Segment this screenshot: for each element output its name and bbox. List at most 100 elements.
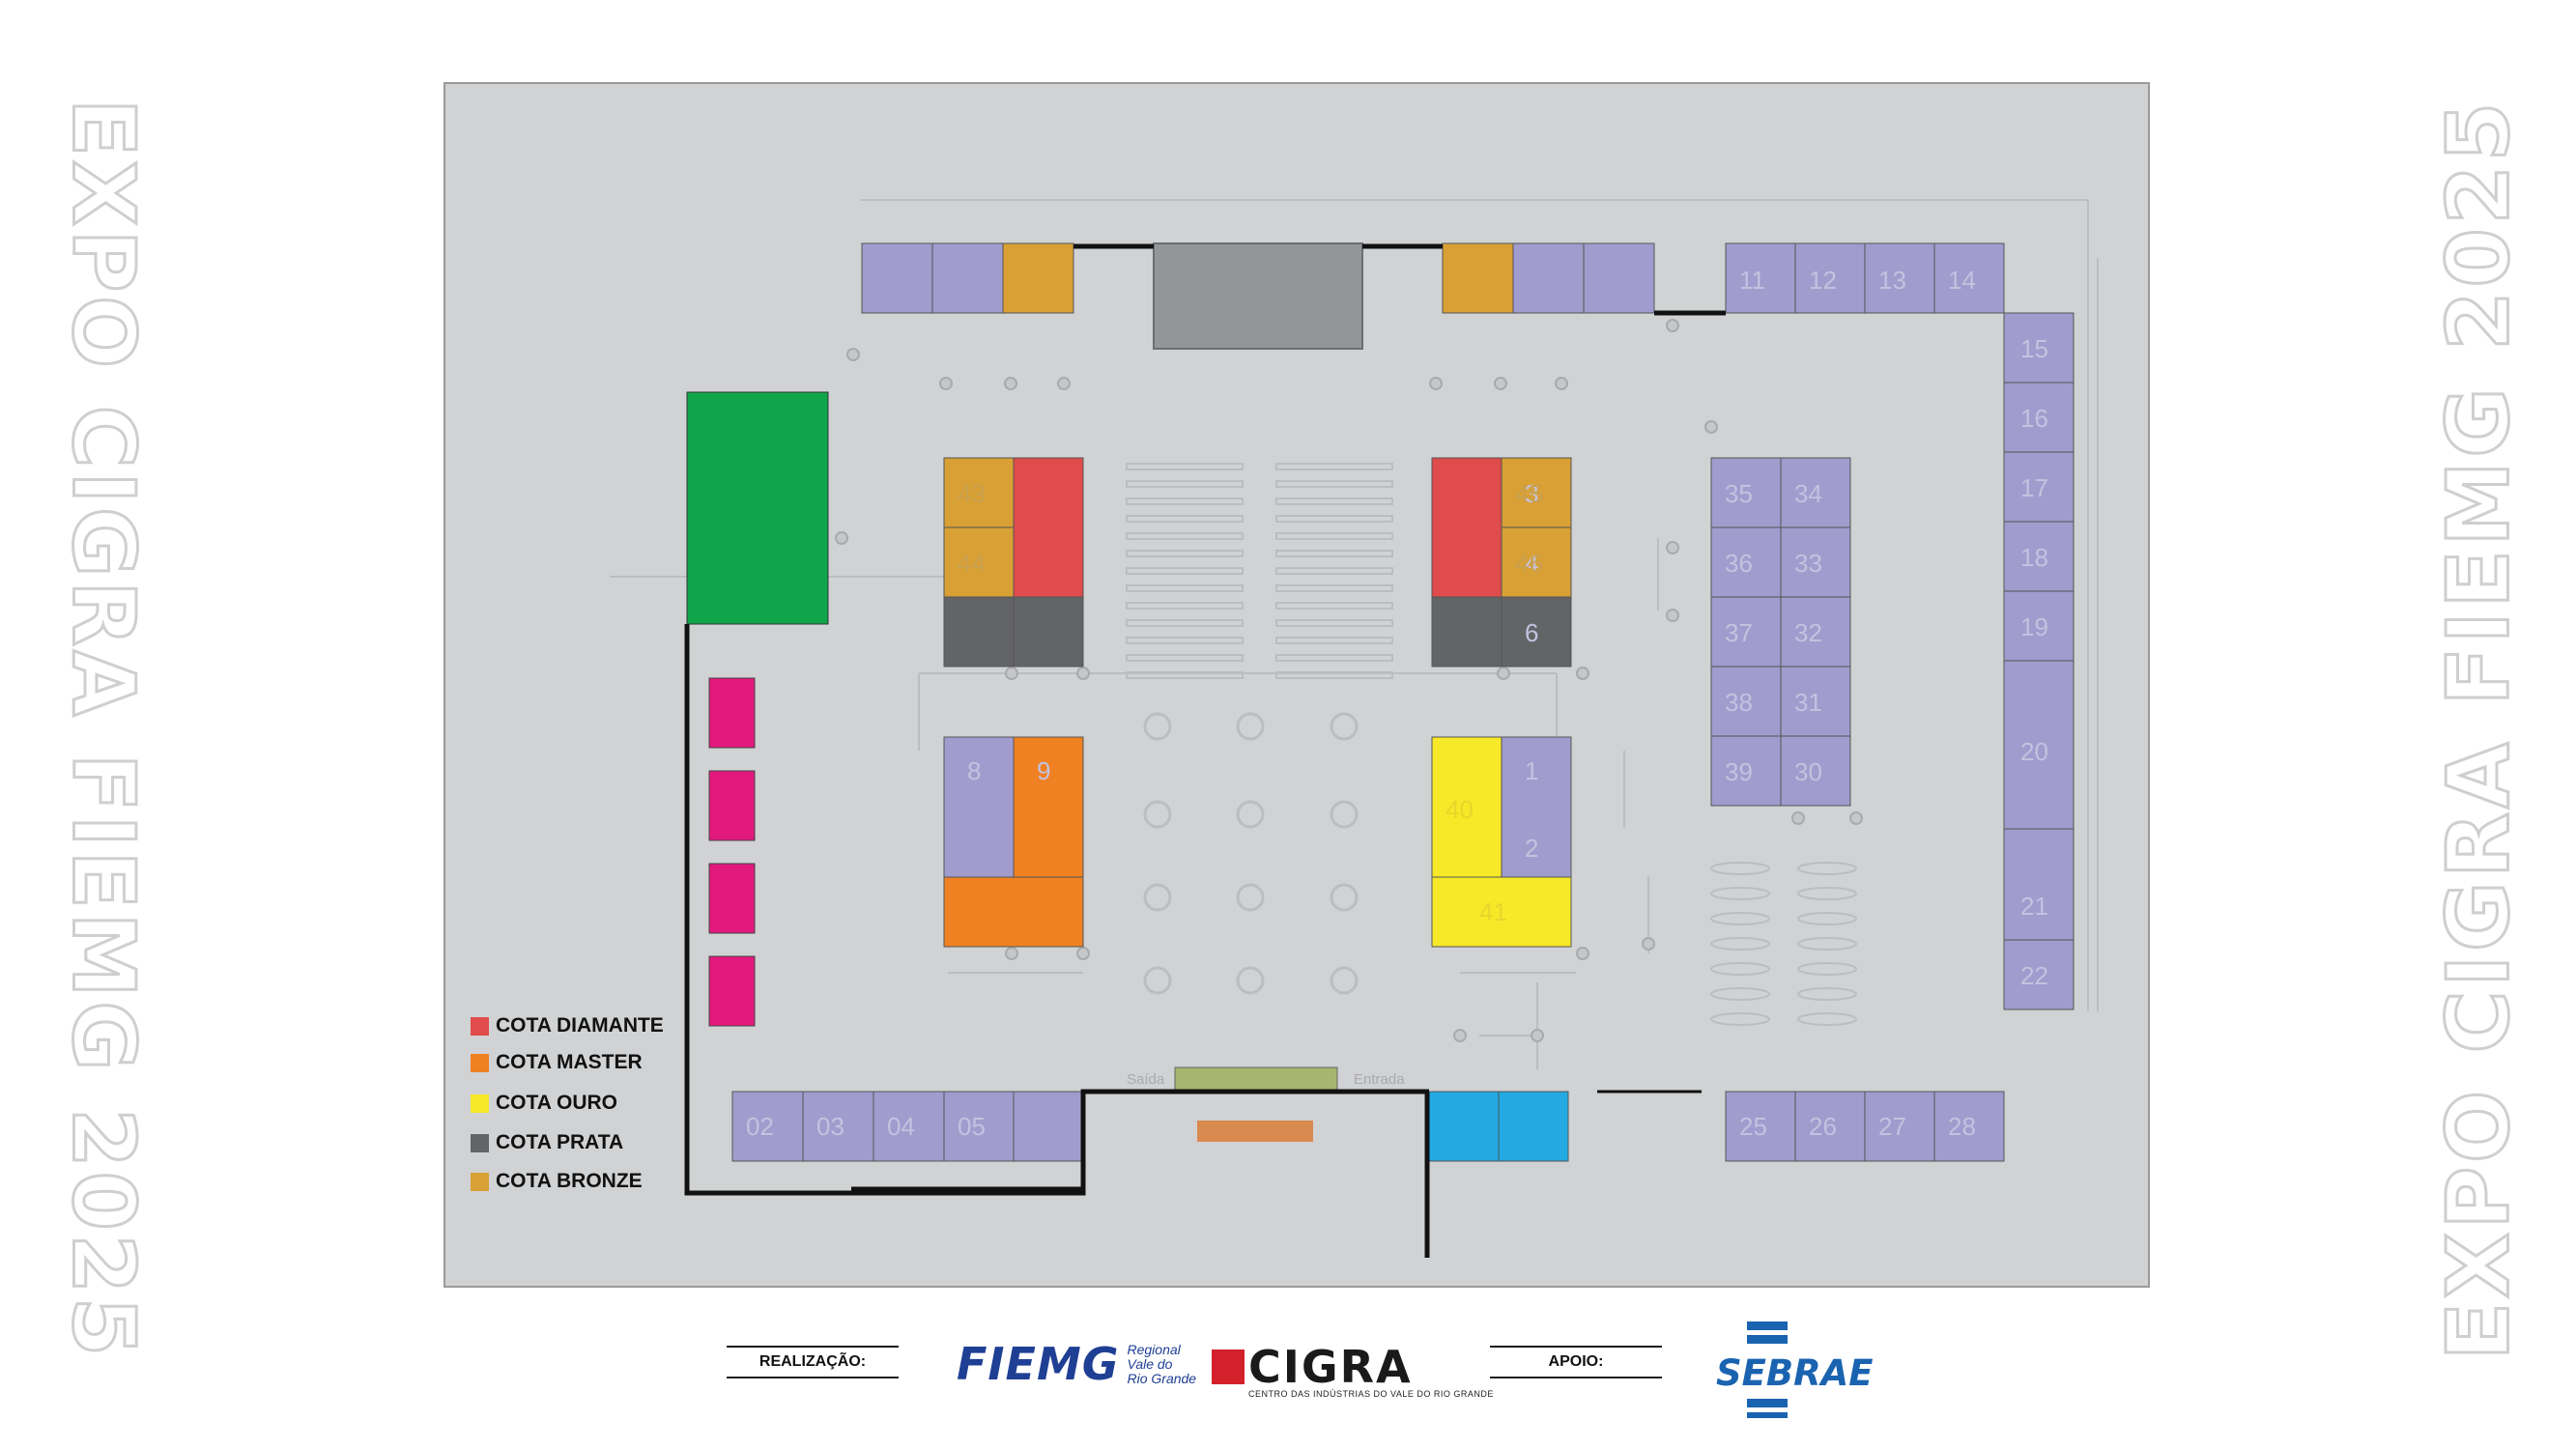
stand-label-15: 15	[2020, 334, 2048, 363]
stand-label-40: 40	[1445, 795, 1474, 824]
stand-label-14: 14	[1948, 266, 1976, 295]
stand-20	[2003, 660, 2075, 830]
stand-label-9: 9	[1037, 756, 1050, 785]
legend-swatch	[471, 1133, 489, 1152]
fiemg-logo: FIEMG Regional Vale do Rio Grande	[957, 1338, 1196, 1390]
cigra-wordmark: CIGRA	[1248, 1341, 1413, 1393]
reception-desk	[1197, 1121, 1313, 1142]
stand-38	[1710, 666, 1782, 737]
stand-label-38: 38	[1725, 688, 1753, 717]
sebrae-bar-icon	[1747, 1335, 1788, 1344]
stand-36	[1710, 526, 1782, 598]
stand-label-21: 21	[2020, 892, 2048, 921]
stand-ouro-1	[1431, 736, 1503, 878]
stand-ouro-41	[1431, 876, 1572, 948]
event-title-right: EXPO CIGRA FIEMG 2025	[2427, 97, 2530, 1361]
apoio-label: APOIO:	[1548, 1353, 1604, 1370]
stand-02	[731, 1091, 804, 1162]
sebrae-bar-icon	[1747, 1321, 1788, 1330]
stand-label-27: 27	[1878, 1112, 1906, 1141]
realizacao-label-box: REALIZAÇÃO:	[727, 1346, 899, 1378]
stand-label-17: 17	[2020, 473, 2048, 502]
legend-label: COTA BRONZE	[496, 1170, 643, 1192]
stand-top-left-2	[931, 242, 1004, 314]
stand-label-04: 04	[887, 1112, 915, 1141]
stand-21	[2003, 828, 2075, 941]
stand-11	[1725, 242, 1796, 314]
legend-item-prata: COTA PRATA	[471, 1131, 623, 1154]
stand-label-34: 34	[1794, 479, 1822, 508]
stand-label-44: 44	[958, 549, 986, 578]
legend-label: COTA MASTER	[496, 1051, 643, 1073]
stand-label-20: 20	[2020, 737, 2048, 766]
stand-blue-2	[1498, 1091, 1569, 1162]
stage	[1153, 242, 1363, 350]
stand-top-right-1	[1512, 242, 1585, 314]
stand-32	[1780, 596, 1851, 668]
stand-19	[2003, 590, 2075, 662]
stand-label-41: 41	[1479, 897, 1507, 926]
stand-34	[1780, 457, 1851, 528]
stand-label-8: 8	[967, 756, 981, 785]
stand-33	[1780, 526, 1851, 598]
stand-label-05: 05	[958, 1112, 986, 1141]
footer: REALIZAÇÃO: FIEMG Regional Vale do Rio G…	[0, 1314, 2576, 1420]
fiemg-subtitle: Regional Vale do Rio Grande	[1127, 1341, 1197, 1386]
legend-label: COTA OURO	[496, 1092, 617, 1114]
exit-label: Saída	[1127, 1071, 1165, 1088]
stand-label-2: 2	[1525, 834, 1538, 863]
stand-label-45: 45	[1515, 479, 1543, 508]
stand-label-12: 12	[1809, 266, 1837, 295]
stand-39	[1710, 735, 1782, 807]
stand-label-13: 13	[1878, 266, 1906, 295]
round-tables	[1143, 712, 1359, 995]
stand-label-43: 43	[958, 479, 986, 508]
stand-numbers: 14 13 12 11 15 16 17 18 19 20 21 22 35 3…	[746, 266, 2048, 1141]
stand-label-6: 6	[1525, 618, 1538, 647]
stand-blue-1	[1428, 1091, 1500, 1162]
legend-item-master: COTA MASTER	[471, 1051, 643, 1074]
stand-label-3: 3	[1525, 479, 1538, 508]
legend-item-bronze: COTA BRONZE	[471, 1170, 643, 1193]
stand-top-left-1	[861, 242, 933, 314]
side-title-left: EXPO CIGRA FIEMG 2025	[50, 97, 157, 1361]
stand-28	[1933, 1091, 2005, 1162]
entrance-counter	[1174, 1066, 1338, 1094]
stand-top-right-2	[1583, 242, 1655, 314]
stand-05	[943, 1091, 1015, 1162]
lounge-tables	[1710, 862, 1857, 1026]
stand-label-31: 31	[1794, 688, 1822, 717]
fiemg-wordmark: FIEMG	[957, 1338, 1120, 1390]
stand-label-25: 25	[1739, 1112, 1767, 1141]
entrance-label: Entrada	[1354, 1071, 1405, 1088]
stand-label-16: 16	[2020, 404, 2048, 433]
stand-diamante-left	[1013, 457, 1084, 598]
stand-26	[1794, 1091, 1866, 1162]
legend-swatch	[471, 1016, 489, 1036]
stand-lilac-left-lower	[943, 736, 1015, 878]
stand-prata-right-1	[1431, 596, 1503, 668]
stand-14	[1933, 242, 2005, 314]
stand-prata-left-2	[1013, 596, 1084, 668]
legend-swatch	[471, 1172, 489, 1191]
stand-22	[2003, 939, 2075, 1010]
stand-master-2	[943, 876, 1084, 948]
stand-prata-left-1	[943, 596, 1015, 668]
stand-label-1: 1	[1525, 756, 1538, 785]
fiemg-sub-line-1: Regional	[1127, 1341, 1181, 1357]
stand-master-1	[1013, 736, 1084, 878]
stand-label-33: 33	[1794, 549, 1822, 578]
stand-label-36: 36	[1725, 549, 1753, 578]
pink-stands	[708, 677, 756, 1027]
stand-label-32: 32	[1794, 618, 1822, 647]
floor-plan: 14 13 12 11 15 16 17 18 19 20 21 22 35 3…	[444, 82, 2150, 1288]
stand-17	[2003, 451, 2075, 523]
event-title-left: EXPO CIGRA FIEMG 2025	[52, 97, 155, 1361]
stand-label-46: 46	[1515, 549, 1543, 578]
auditorium-seating	[1126, 463, 1393, 679]
legend-item-ouro: COTA OURO	[471, 1092, 617, 1115]
legend-swatch	[471, 1053, 489, 1072]
fixture-markers	[835, 319, 1863, 1042]
floor-plan-drawing: 14 13 12 11 15 16 17 18 19 20 21 22 35 3…	[610, 199, 2099, 1258]
stand-label-4: 4	[1525, 549, 1538, 578]
